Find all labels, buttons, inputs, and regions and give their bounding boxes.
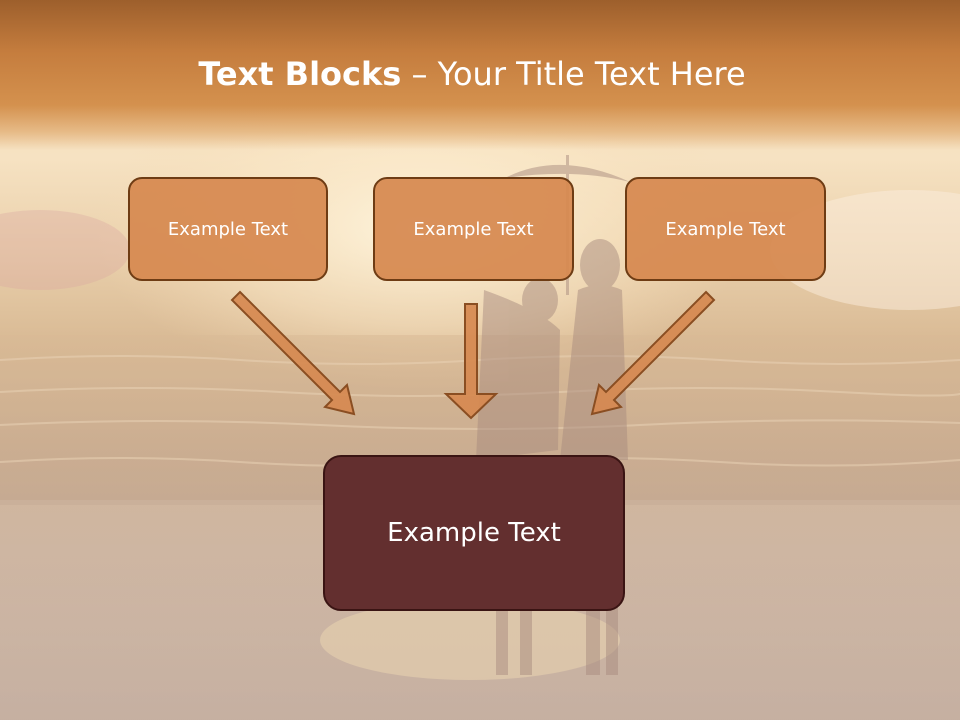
title-bold-part: Text Blocks — [198, 55, 402, 93]
title-separator: – — [401, 55, 438, 93]
text-block-top-left[interactable]: Example Text — [128, 177, 328, 281]
slide-title: Text Blocks – Your Title Text Here — [0, 52, 944, 96]
title-regular-part: Your Title Text Here — [437, 55, 746, 93]
text-block-top-right[interactable]: Example Text — [625, 177, 826, 281]
arrow-down-left-icon — [590, 290, 716, 416]
title-band — [0, 0, 960, 150]
text-block-bottom-label: Example Text — [387, 518, 561, 548]
text-block-top-left-label: Example Text — [167, 218, 289, 240]
arrow-down-right-icon — [230, 290, 356, 416]
text-block-bottom[interactable]: Example Text — [323, 455, 625, 611]
text-block-top-right-label: Example Text — [665, 218, 786, 240]
text-block-top-center-label: Example Text — [413, 218, 534, 240]
text-block-top-center[interactable]: Example Text — [373, 177, 574, 281]
arrow-down-icon — [443, 303, 499, 420]
